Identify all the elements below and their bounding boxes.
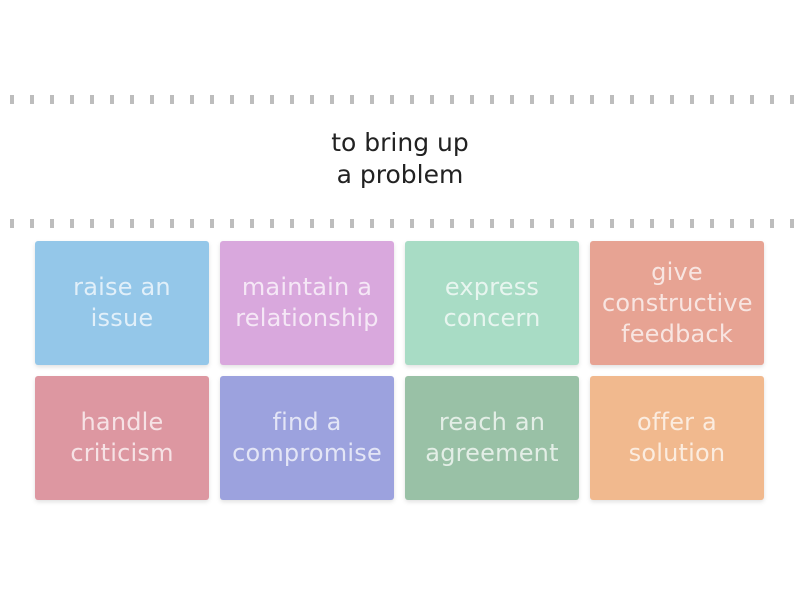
answer-card[interactable]: give constructive feedback xyxy=(590,241,764,365)
prompt-line-2: a problem xyxy=(336,160,464,189)
answer-card[interactable]: handle criticism xyxy=(35,376,209,500)
answer-card[interactable]: maintain a relationship xyxy=(220,241,394,365)
answer-card[interactable]: offer a solution xyxy=(590,376,764,500)
card-label: find a compromise xyxy=(232,408,382,467)
prompt-text: to bring up a problem xyxy=(200,127,600,191)
prompt-line-1: to bring up xyxy=(331,128,469,157)
card-label: express concern xyxy=(443,273,541,332)
card-label: reach an agreement xyxy=(425,408,559,467)
answer-card[interactable]: express concern xyxy=(405,241,579,365)
card-label: offer a solution xyxy=(628,408,726,467)
answer-card[interactable]: reach an agreement xyxy=(405,376,579,500)
card-label: handle criticism xyxy=(70,408,174,467)
answer-card[interactable]: find a compromise xyxy=(220,376,394,500)
answer-card[interactable]: raise an issue xyxy=(35,241,209,365)
top-dotted-divider xyxy=(0,95,800,104)
card-label: give constructive feedback xyxy=(602,257,753,348)
card-label: maintain a relationship xyxy=(235,273,379,332)
card-label: raise an issue xyxy=(73,273,171,332)
bottom-dotted-divider xyxy=(0,219,800,228)
